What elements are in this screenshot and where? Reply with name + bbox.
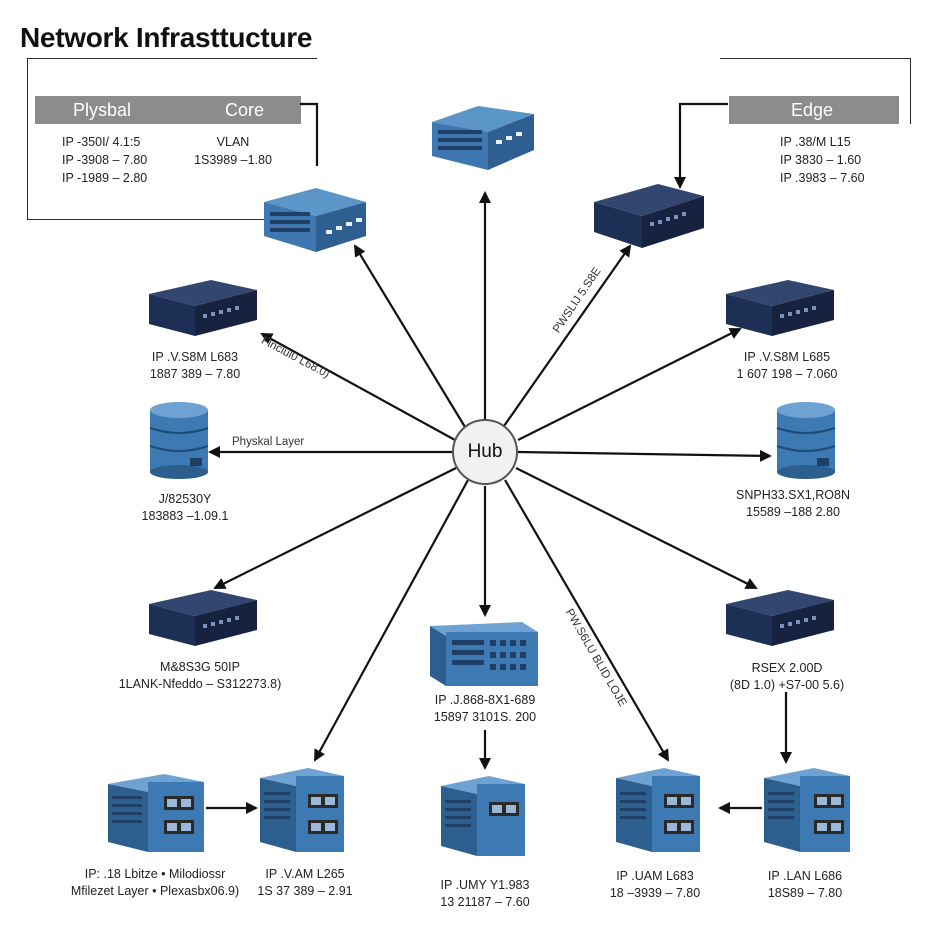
caption-line: IP .UMY Y1.983: [440, 878, 530, 892]
legend-left-header: Plysbal Core: [35, 96, 301, 124]
legend-line: IP -350I/ 4.1:5: [62, 135, 141, 149]
bottom-left-server-icon[interactable]: [256, 764, 348, 854]
caption-lower-right-switch: RSEX 2.00D (8D 1.0) +S7-00 5.6): [712, 660, 862, 694]
left-server-icon[interactable]: [146, 400, 212, 480]
bottom-right-server-icon[interactable]: [612, 764, 704, 854]
caption-lower-left-switch: M&8S3G 50IP 1LANK-Nfeddo – S312273.8): [95, 659, 305, 693]
caption-line: M&8S3G 50IP: [160, 660, 240, 674]
caption-line: J/82530Y: [158, 492, 212, 506]
legend-line: 1S3989 –1.80: [194, 153, 272, 167]
legend-left-connector: [300, 102, 319, 166]
caption-bottom-left: IP .V.AM L265 1S 37 389 – 2.91: [240, 866, 370, 900]
caption-right-switch: IP .V.S8M L685 1 607 198 – 7.060: [712, 349, 862, 383]
legend-right-header-label: Edge: [791, 100, 834, 120]
link-hub-left-switch: [260, 333, 456, 441]
link-hub-right-server: [517, 449, 772, 462]
caption-line: 1LANK-Nfeddo – S312273.8): [118, 677, 282, 691]
link-hub-right-switch: [517, 328, 742, 441]
link-hub-lower-left-switch: [213, 467, 457, 589]
center-router-icon[interactable]: [426, 618, 540, 688]
right-switch-icon[interactable]: [722, 276, 838, 340]
link-hub-bottom-right: [504, 479, 670, 762]
caption-line: SNPH33.SX1,RO8N: [736, 488, 850, 502]
caption-line: 15589 –188 2.80: [746, 505, 840, 519]
caption-left-server: J/82530Y 183883 –1.09.1: [110, 491, 260, 525]
legend-right-frame: [720, 58, 911, 124]
legend-line: IP -3908 – 7.80: [62, 153, 148, 167]
legend-left-col1: IP -350I/ 4.1:5 IP -3908 – 7.80 IP -1989…: [62, 133, 147, 187]
legend-line: IP 3830 – 1.60: [780, 153, 862, 167]
bottom-far-left-server-icon[interactable]: [104, 770, 208, 854]
link-hub-bottom-left: [314, 479, 469, 762]
legend-line: IP .38/M L15: [780, 135, 851, 149]
legend-line: IP .3983 – 7.60: [780, 171, 865, 185]
page-title: Network Infrasttucture: [20, 22, 313, 53]
link-hub-lower-right-switch: [515, 467, 758, 589]
right-server-icon[interactable]: [773, 400, 839, 480]
caption-line: IP .V.AM L265: [265, 867, 345, 881]
caption-line: 18 –3939 – 7.80: [609, 886, 701, 900]
caption-line: Mfilezet Layer • Plexasbx06.9): [70, 884, 240, 898]
legend-right-lines: IP .38/M L15 IP 3830 – 1.60 IP .3983 – 7…: [780, 133, 865, 187]
caption-center-router: IP .J.868-8X1-689 15897 3101S. 200: [405, 692, 565, 726]
caption-bottom-center: IP .UMY Y1.983 13 21187 – 7.60: [415, 877, 555, 911]
bottom-center-server-icon[interactable]: [437, 772, 529, 858]
legend-line: VLAN: [216, 135, 250, 149]
left-switch-icon[interactable]: [145, 276, 261, 340]
caption-line: IP: .18 Lbitze • Milodiossr: [84, 867, 226, 881]
caption-line: RSEX 2.00D: [751, 661, 823, 675]
caption-bottom-far-right: IP .LAN L686 18S89 – 7.80: [740, 868, 870, 902]
caption-line: IP .V.S8M L685: [743, 350, 831, 364]
legend-left-col1-header: Plysbal: [73, 100, 132, 120]
caption-line: 1 607 198 – 7.060: [736, 367, 838, 381]
link-hub-upper-right-switch: [503, 244, 632, 427]
bottom-far-right-server-icon[interactable]: [760, 764, 854, 854]
lower-left-switch-icon[interactable]: [145, 586, 261, 650]
caption-left-switch: IP .V.S8M L683 1887 389 – 7.80: [120, 349, 270, 383]
legend-left-frame: [27, 58, 317, 220]
legend-line: IP -1989 – 2.80: [62, 171, 148, 185]
link-hub-upper-left-switch: [353, 244, 466, 428]
caption-line: IP .UAM L683: [616, 869, 694, 883]
caption-line: 13 21187 – 7.60: [440, 895, 530, 909]
edge-label-left: Physkal Layer: [232, 436, 305, 448]
caption-line: 1S 37 389 – 2.91: [257, 884, 353, 898]
caption-bottom-far-left: IP: .18 Lbitze • Milodiossr Mfilezet Lay…: [55, 866, 255, 900]
hub-node[interactable]: Hub: [452, 419, 518, 485]
caption-line: IP .J.868-8X1-689: [434, 693, 536, 707]
caption-line: 15897 3101S. 200: [433, 710, 537, 724]
caption-line: IP .LAN L686: [767, 869, 843, 883]
top-switch-icon[interactable]: [426, 100, 538, 176]
legend-left-col2: VLAN 1S3989 –1.80: [193, 133, 273, 169]
upper-right-switch-icon[interactable]: [590, 180, 708, 252]
caption-right-server: SNPH33.SX1,RO8N 15589 –188 2.80: [718, 487, 868, 521]
lower-right-switch-icon[interactable]: [722, 586, 838, 650]
caption-line: 18S89 – 7.80: [767, 886, 843, 900]
legend-right-connector: [674, 102, 728, 189]
legend-left-col2-header: Core: [225, 100, 265, 120]
upper-left-switch-icon[interactable]: [258, 182, 370, 258]
caption-line: (8D 1.0) +S7-00 5.6): [729, 678, 845, 692]
caption-line: 1887 389 – 7.80: [149, 367, 241, 381]
caption-line: 183883 –1.09.1: [141, 509, 229, 523]
caption-bottom-right: IP .UAM L683 18 –3939 – 7.80: [590, 868, 720, 902]
legend-right-header: Edge: [729, 96, 899, 124]
caption-line: IP .V.S8M L683: [151, 350, 239, 364]
